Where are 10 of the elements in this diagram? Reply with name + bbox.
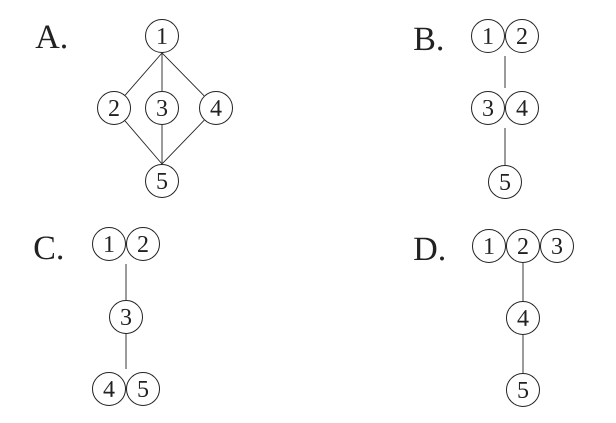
connector-line (522, 334, 524, 374)
connector-line (522, 262, 524, 302)
connector-line (162, 52, 205, 96)
connector-line (124, 120, 162, 164)
connector-line (162, 120, 205, 164)
option-letter: B. (414, 28, 442, 50)
connector-line (124, 52, 162, 96)
option-letter: D. (414, 238, 444, 260)
option-letter: A. (36, 26, 66, 48)
option-letter: C. (34, 236, 62, 260)
